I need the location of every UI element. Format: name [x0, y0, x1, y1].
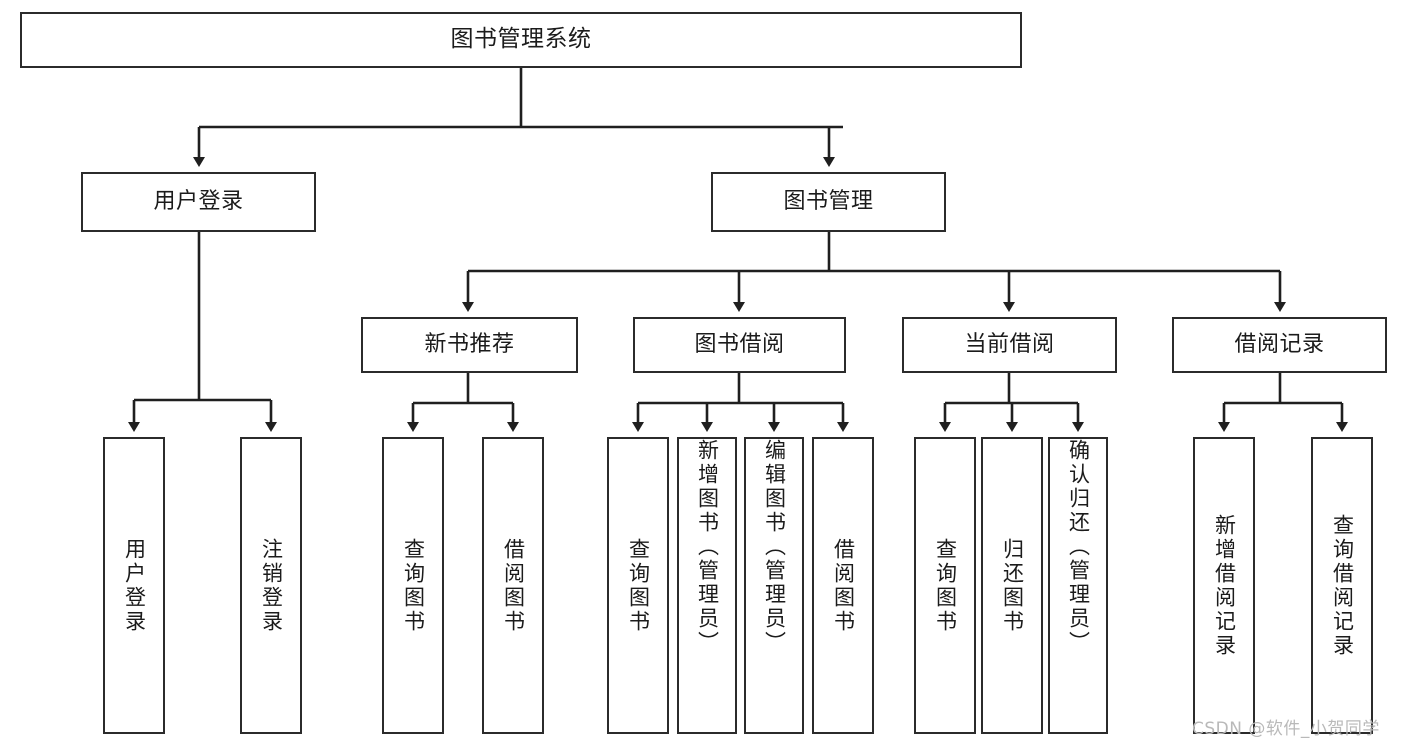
- leaf-user-login-logout[interactable]: 注销登录: [240, 437, 302, 734]
- node-label: 新增借阅记录: [1212, 513, 1237, 658]
- node-label: 查询图书: [933, 537, 958, 634]
- node-label: 编辑图书（管理员）: [762, 439, 787, 655]
- leaf-book-borrow-query-book[interactable]: 查询图书: [607, 437, 669, 734]
- leaf-new-book-query-book[interactable]: 查询图书: [382, 437, 444, 734]
- node-label: 用户登录: [153, 189, 244, 215]
- leaf-current-borrow-query-book[interactable]: 查询图书: [914, 437, 976, 734]
- node-label: 借阅图书: [831, 537, 856, 634]
- node-label: 新增图书（管理员）: [695, 439, 720, 655]
- node-label: 图书管理系统: [450, 26, 592, 53]
- node-book-borrow[interactable]: 图书借阅: [633, 317, 846, 373]
- node-borrow-record[interactable]: 借阅记录: [1172, 317, 1387, 373]
- node-label: 用户登录: [122, 537, 147, 634]
- node-label: 借阅图书: [501, 537, 526, 634]
- node-label: 查询图书: [626, 537, 651, 634]
- node-user-login[interactable]: 用户登录: [81, 172, 316, 232]
- node-current-borrow[interactable]: 当前借阅: [902, 317, 1117, 373]
- node-label: 图书管理: [783, 189, 874, 215]
- csdn-watermark: CSDN @软件_小贺同学: [1192, 719, 1380, 739]
- node-book-management[interactable]: 图书管理: [711, 172, 946, 232]
- node-label: 查询图书: [401, 537, 426, 634]
- node-label: 归还图书: [1000, 537, 1025, 634]
- node-label: 借阅记录: [1234, 332, 1325, 358]
- node-new-book-recommend[interactable]: 新书推荐: [361, 317, 578, 373]
- node-label: 注销登录: [259, 537, 284, 634]
- leaf-current-borrow-return-book[interactable]: 归还图书: [981, 437, 1043, 734]
- leaf-book-borrow-add-book-admin[interactable]: 新增图书（管理员）: [677, 437, 737, 734]
- node-label: 查询借阅记录: [1330, 513, 1355, 658]
- leaf-new-book-borrow-book[interactable]: 借阅图书: [482, 437, 544, 734]
- leaf-borrow-record-add-record[interactable]: 新增借阅记录: [1193, 437, 1255, 734]
- node-label: 图书借阅: [694, 332, 785, 358]
- leaf-user-login-login[interactable]: 用户登录: [103, 437, 165, 734]
- node-label: 新书推荐: [424, 332, 515, 358]
- leaf-book-borrow-borrow-book[interactable]: 借阅图书: [812, 437, 874, 734]
- node-label: 当前借阅: [964, 332, 1055, 358]
- node-root-book-management-system[interactable]: 图书管理系统: [20, 12, 1022, 68]
- node-label: 确认归还（管理员）: [1066, 439, 1091, 655]
- leaf-borrow-record-query-record[interactable]: 查询借阅记录: [1311, 437, 1373, 734]
- leaf-book-borrow-edit-book-admin[interactable]: 编辑图书（管理员）: [744, 437, 804, 734]
- leaf-current-borrow-confirm-return-admin[interactable]: 确认归还（管理员）: [1048, 437, 1108, 734]
